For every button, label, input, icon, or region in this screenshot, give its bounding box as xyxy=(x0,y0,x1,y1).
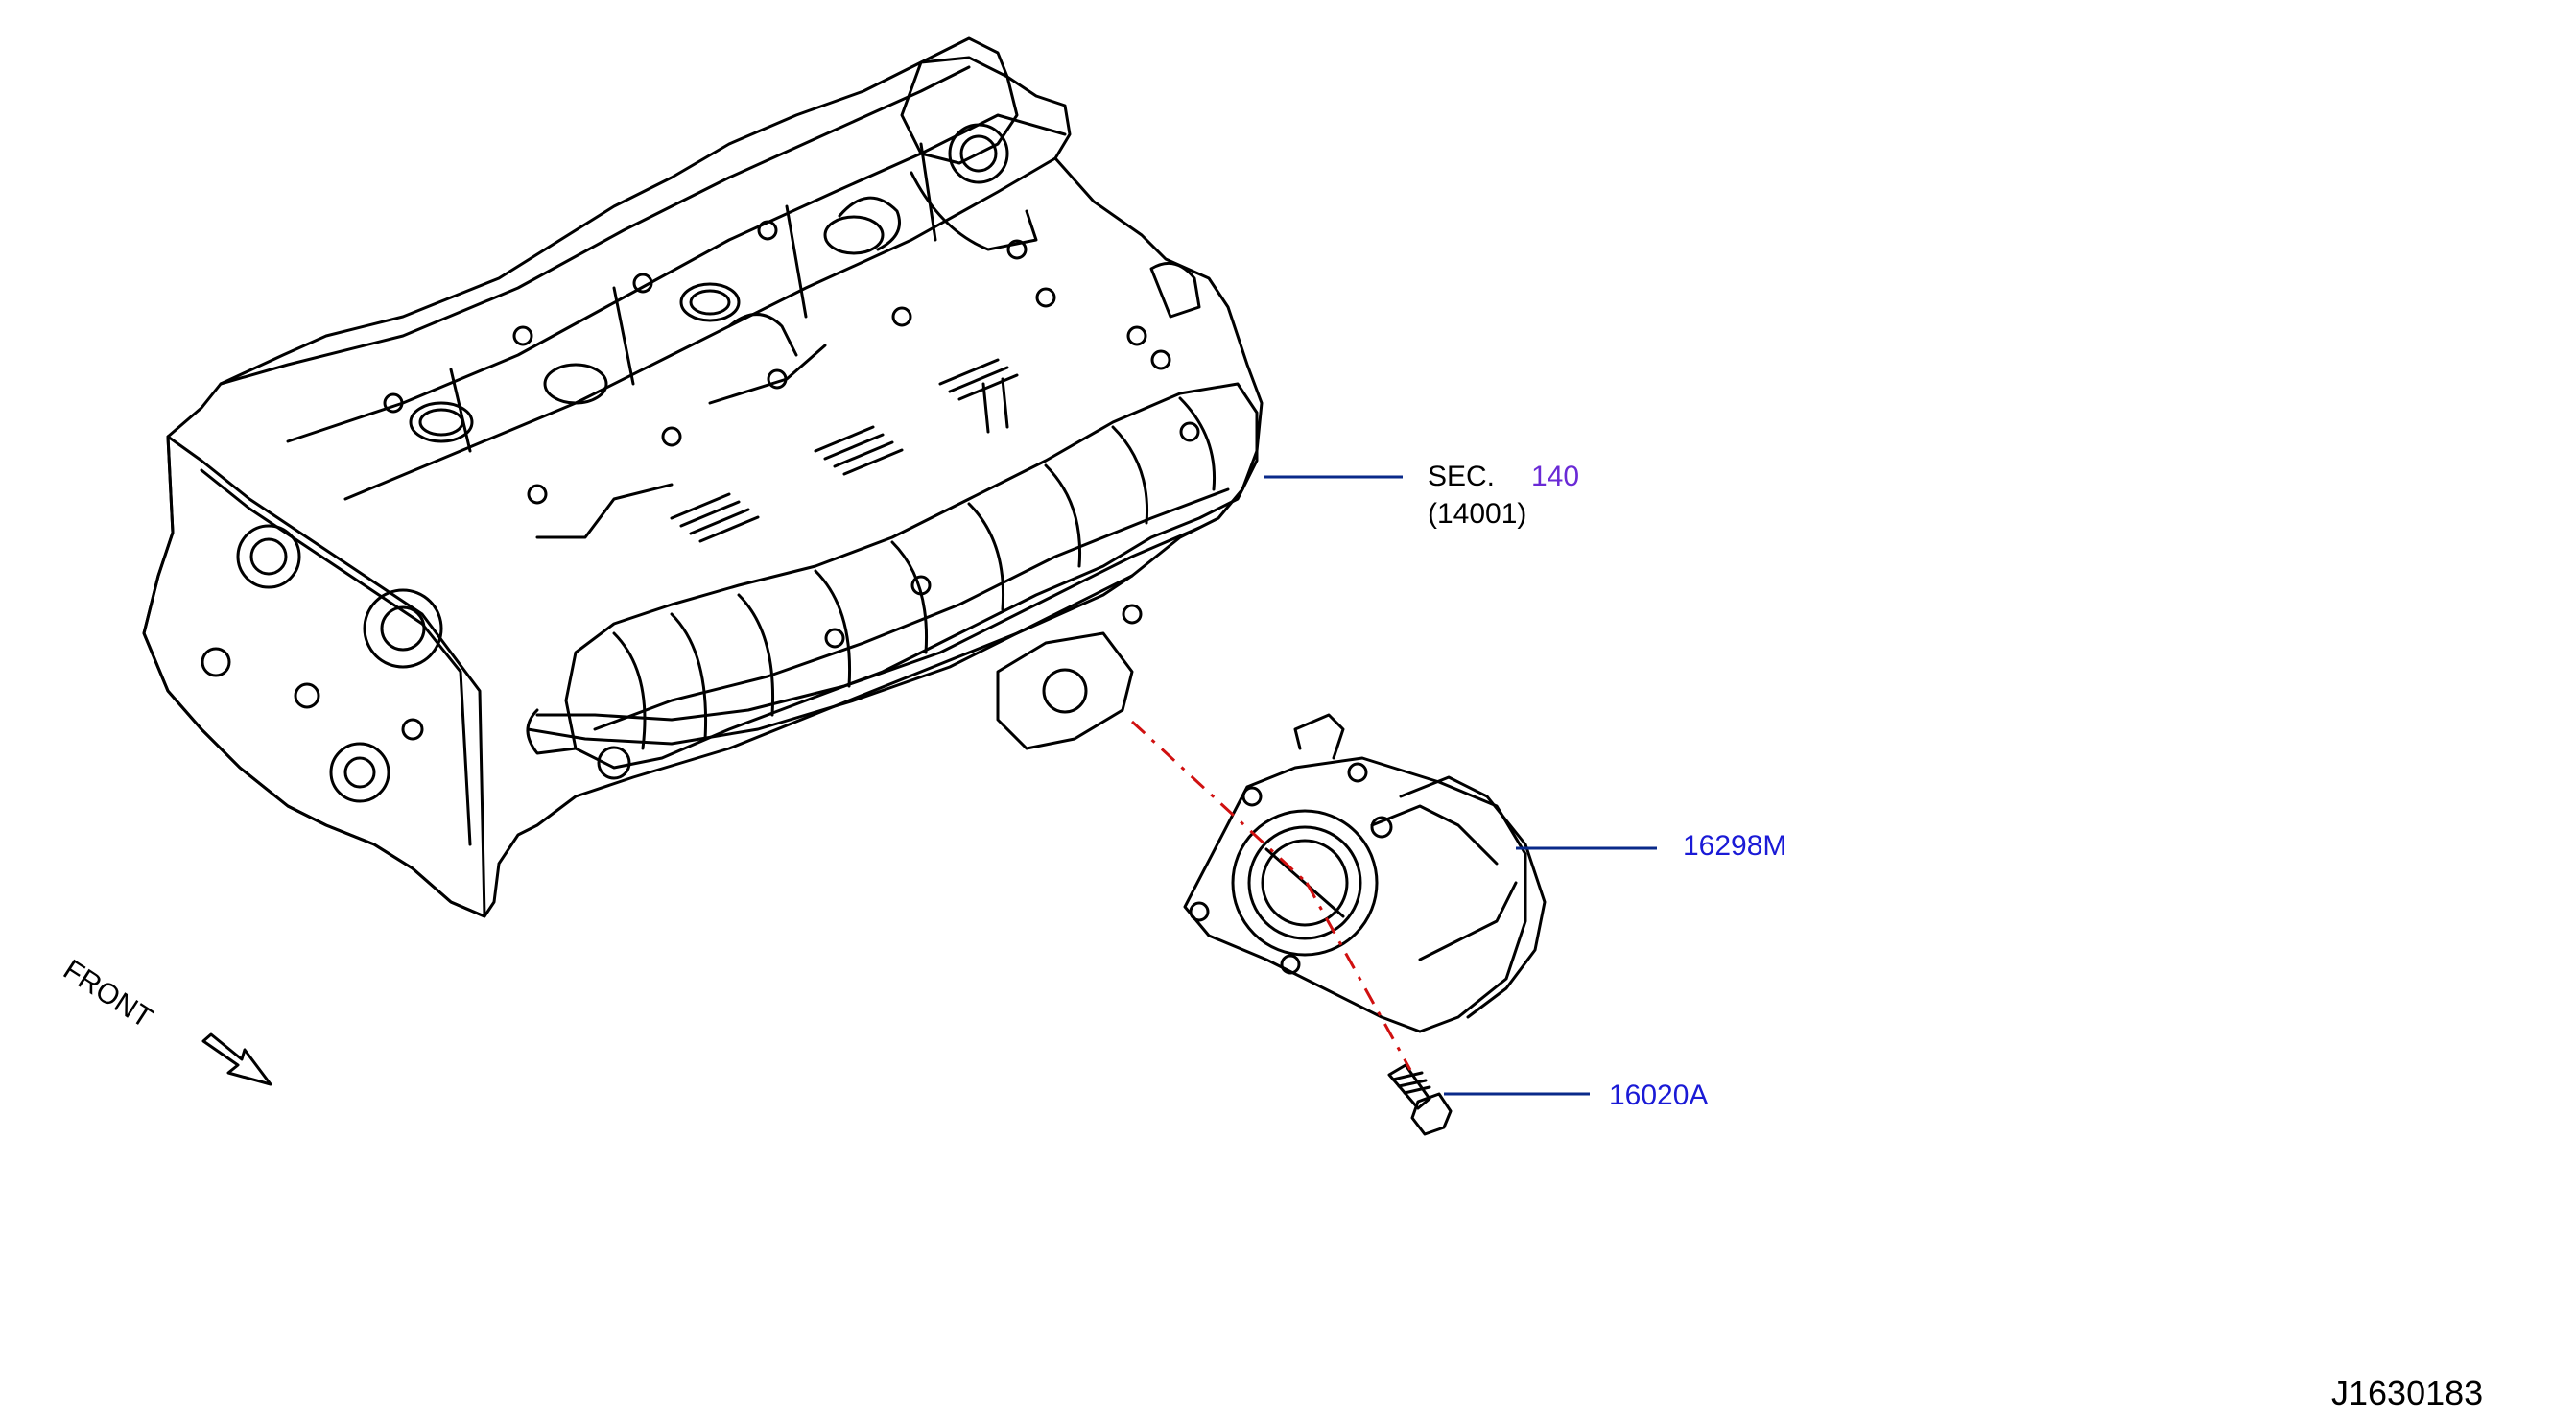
illustration-id: J1630183 xyxy=(2331,1373,2484,1412)
assembly-line-throttle xyxy=(1130,720,1309,885)
bolt-part xyxy=(1387,1063,1453,1136)
throttle-body xyxy=(1183,713,1547,1033)
assembly-line-bolt xyxy=(1305,882,1412,1071)
sec-number-link[interactable]: 140 xyxy=(1531,463,1579,491)
sec-sub-label: (14001) xyxy=(1428,498,1527,530)
sec-number: 140 xyxy=(1531,461,1580,492)
cylinder-head xyxy=(142,36,1264,918)
front-arrow-icon xyxy=(201,1032,272,1086)
sec-label: SEC. xyxy=(1428,463,1495,491)
intake-manifold xyxy=(526,377,1259,780)
part-16020a-link[interactable]: 16020A xyxy=(1609,1080,1709,1111)
part-16298m-link[interactable]: 16298M xyxy=(1683,830,1787,862)
sec-prefix: SEC. xyxy=(1428,461,1496,492)
